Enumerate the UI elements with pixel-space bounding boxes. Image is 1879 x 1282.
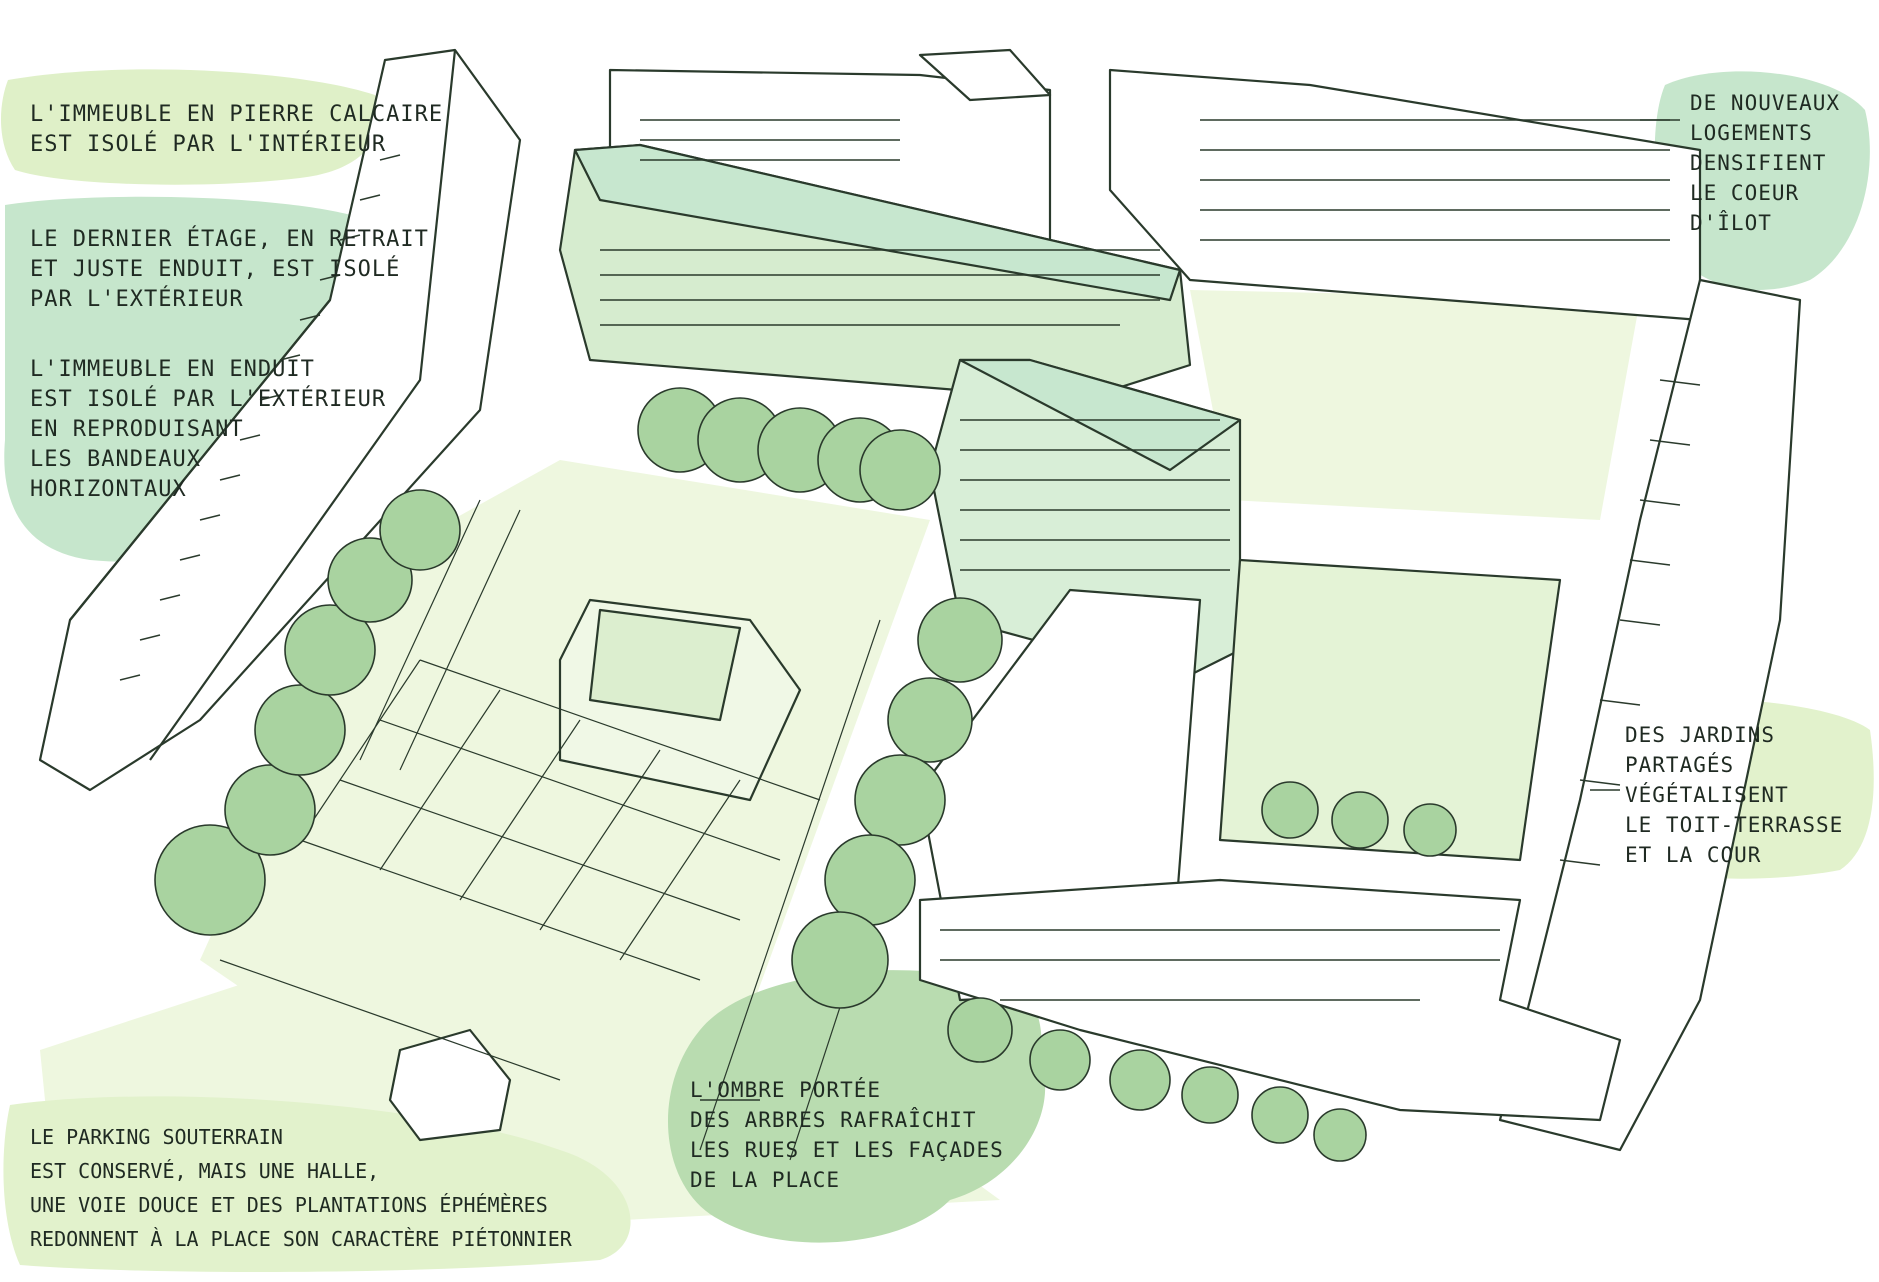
note-line: L'immeuble en enduit <box>30 357 315 382</box>
market-hall-roof-panels <box>588 608 742 722</box>
buildings <box>38 48 1802 1152</box>
note-gardens: Des jardins partagés végétalisent le toi… <box>1625 720 1843 870</box>
note-new-housing: De nouveaux logements densifient le coeu… <box>1690 88 1840 238</box>
courtyard-garden-building <box>1218 558 1562 862</box>
note-line: De nouveaux <box>1690 91 1841 115</box>
tree <box>1029 1029 1091 1091</box>
note-blob-new-housing <box>1654 71 1870 291</box>
tree <box>1251 1086 1309 1144</box>
tree <box>327 537 413 623</box>
note-line: Le parking souterrain <box>30 1125 283 1149</box>
tree <box>947 997 1013 1063</box>
tree <box>224 764 316 856</box>
note-line: densifient <box>1690 151 1827 175</box>
note-line: L'immeuble en pierre calcaire <box>30 102 444 127</box>
tree <box>859 429 941 511</box>
tree <box>1331 791 1389 849</box>
tree <box>254 684 346 776</box>
trees <box>154 387 1457 1162</box>
note-line: Le dernier étage, en retrait <box>30 227 429 252</box>
note-stone-building: L'immeuble en pierre calcaire est isolé … <box>30 100 443 160</box>
tree <box>887 677 973 763</box>
tree <box>154 824 266 936</box>
note-line: horizontaux <box>30 477 187 502</box>
note-line: L'ombre portée <box>690 1078 882 1102</box>
note-line: et la cour <box>1625 843 1762 867</box>
tree <box>379 489 461 571</box>
note-line: est isolé par l'extérieur <box>30 387 387 412</box>
tree <box>1181 1066 1239 1124</box>
note-line: est conservé, mais une halle, <box>30 1159 380 1183</box>
tree <box>284 604 376 696</box>
note-line: Des jardins <box>1625 723 1776 747</box>
leader-lines <box>700 119 1680 1101</box>
tree <box>791 911 889 1009</box>
note-tree-shade: L'ombre portée des arbres rafraîchit les… <box>690 1075 1004 1195</box>
note-line: et juste enduit, est isolé <box>30 257 401 282</box>
tree <box>1109 1049 1171 1111</box>
note-line: le toit-terrasse <box>1625 813 1844 837</box>
note-line: végétalisent <box>1625 783 1789 807</box>
tree <box>917 597 1003 683</box>
window-hatching <box>119 119 1701 1001</box>
tower-hip-roof <box>958 358 1242 472</box>
note-line: les bandeaux <box>30 447 201 472</box>
note-line: d'îlot <box>1690 211 1772 235</box>
top-floor-green-roof <box>573 143 1182 302</box>
tree <box>1403 803 1457 857</box>
tree <box>1261 781 1319 839</box>
tree <box>1313 1108 1367 1162</box>
note-line: est isolé par l'intérieur <box>30 132 387 157</box>
right-building-block <box>1498 278 1802 1152</box>
note-blob-stone-building <box>0 69 380 185</box>
note-line: des arbres rafraîchit <box>690 1108 977 1132</box>
note-line: de la place <box>690 1168 841 1192</box>
note-line: une voie douce et des plantations éphémè… <box>30 1193 548 1217</box>
note-blob-parking <box>3 1096 631 1272</box>
note-line: logements <box>1690 121 1813 145</box>
note-line: le coeur <box>1690 181 1800 205</box>
note-line: par l'extérieur <box>30 287 244 312</box>
note-line: partagés <box>1625 753 1735 777</box>
note-line: redonnent à la place son caractère piéto… <box>30 1227 572 1251</box>
top-right-building <box>1108 68 1702 322</box>
note-line: en reproduisant <box>30 417 244 442</box>
note-rendered-building: L'immeuble en enduit est isolé par l'ext… <box>30 355 386 505</box>
tower-roof <box>918 48 1052 102</box>
note-top-floor: Le dernier étage, en retrait et juste en… <box>30 225 429 315</box>
note-parking: Le parking souterrain est conservé, mais… <box>30 1120 572 1256</box>
kiosk-pavilion <box>388 1028 512 1142</box>
tree <box>854 754 946 846</box>
note-line: les rues et les façades <box>690 1138 1004 1162</box>
